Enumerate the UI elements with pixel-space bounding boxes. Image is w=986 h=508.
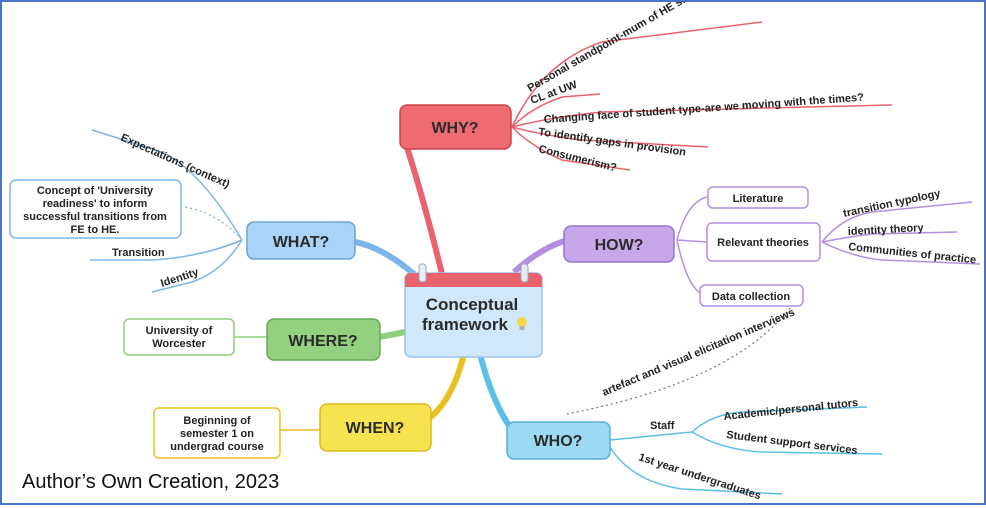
caption: Author’s Own Creation, 2023 — [22, 471, 280, 493]
who-staff-tutors: Academic/personal tutors — [723, 397, 859, 423]
where-box — [123, 318, 235, 356]
when-box-line-3: undergrad course — [170, 441, 264, 453]
theory-transition-typology: transition typology — [842, 187, 942, 220]
literature-label: Literature — [733, 193, 784, 205]
where-node[interactable] — [266, 318, 381, 361]
what-label: WHAT? — [273, 234, 330, 251]
how-label: HOW? — [595, 237, 644, 254]
when-label: WHEN? — [346, 420, 405, 437]
where-connector — [379, 329, 406, 340]
data-collection-label: Data collection — [712, 291, 791, 303]
what-connector — [354, 239, 416, 277]
lightbulb-icon — [517, 317, 527, 330]
when-connector — [425, 353, 467, 423]
central-node[interactable]: Conceptual framework — [404, 263, 543, 358]
data-method-connector — [566, 307, 791, 415]
what-branch: Expectations (context) Transition Identi… — [9, 129, 356, 293]
theory-identity: identity theory — [848, 222, 925, 238]
who-branch: Staff Academic/personal tutors Student s… — [506, 397, 883, 502]
where-branch: University of Worcester WHERE? — [123, 318, 381, 361]
concept-readiness-box — [9, 179, 182, 239]
why-node[interactable] — [399, 104, 512, 150]
relevant-theories-node[interactable] — [706, 222, 821, 262]
when-box-line-1: Beginning of — [183, 415, 251, 427]
what-node[interactable] — [246, 221, 356, 260]
why-item-consumerism: Consumerism? — [537, 143, 618, 174]
why-label: WHY? — [431, 120, 478, 137]
relevant-theories-label: Relevant theories — [717, 237, 809, 249]
literature-node[interactable] — [707, 186, 809, 209]
concept-line-3: successful transitions from — [23, 211, 167, 223]
who-label: WHO? — [534, 433, 583, 450]
why-item-standpoint: Personal standpoint-mum of HE student — [526, 2, 714, 95]
why-connector — [399, 131, 445, 275]
data-collection-node[interactable] — [699, 284, 804, 307]
center-title-line-1: Conceptual — [426, 295, 519, 314]
where-box-line-1: University of — [146, 325, 213, 337]
theory-communities-of-practice: Communities of practice — [848, 241, 977, 266]
where-box-line-2: Worcester — [152, 338, 206, 350]
when-branch: Beginning of semester 1 on undergrad cou… — [153, 403, 432, 459]
when-box — [153, 407, 281, 459]
center-title-line-2: framework — [422, 315, 509, 334]
who-staff-label: Staff — [650, 420, 675, 432]
why-branch: Personal standpoint-mum of HE student CL… — [399, 0, 893, 174]
what-item-identity: Identity — [159, 266, 201, 290]
what-item-transition: Transition — [112, 247, 165, 259]
who-node[interactable] — [506, 421, 611, 460]
how-branch: HOW? Literature Relevant theories Data c… — [563, 186, 981, 415]
data-method-label: artefact and visual elicitation intervie… — [600, 306, 796, 398]
concept-line-4: FE to HE. — [71, 224, 120, 236]
when-node[interactable] — [319, 403, 432, 452]
how-node[interactable] — [563, 225, 675, 263]
who-students: 1st year undergraduates — [637, 451, 762, 502]
concept-line-2: readiness' to inform — [43, 198, 148, 210]
when-box-line-2: semester 1 on — [180, 428, 254, 440]
concept-line-1: Concept of 'University — [37, 185, 154, 197]
who-connector — [477, 353, 515, 432]
where-label: WHERE? — [288, 333, 357, 350]
why-item-changing-face: Changing face of student type-are we mov… — [543, 92, 864, 126]
